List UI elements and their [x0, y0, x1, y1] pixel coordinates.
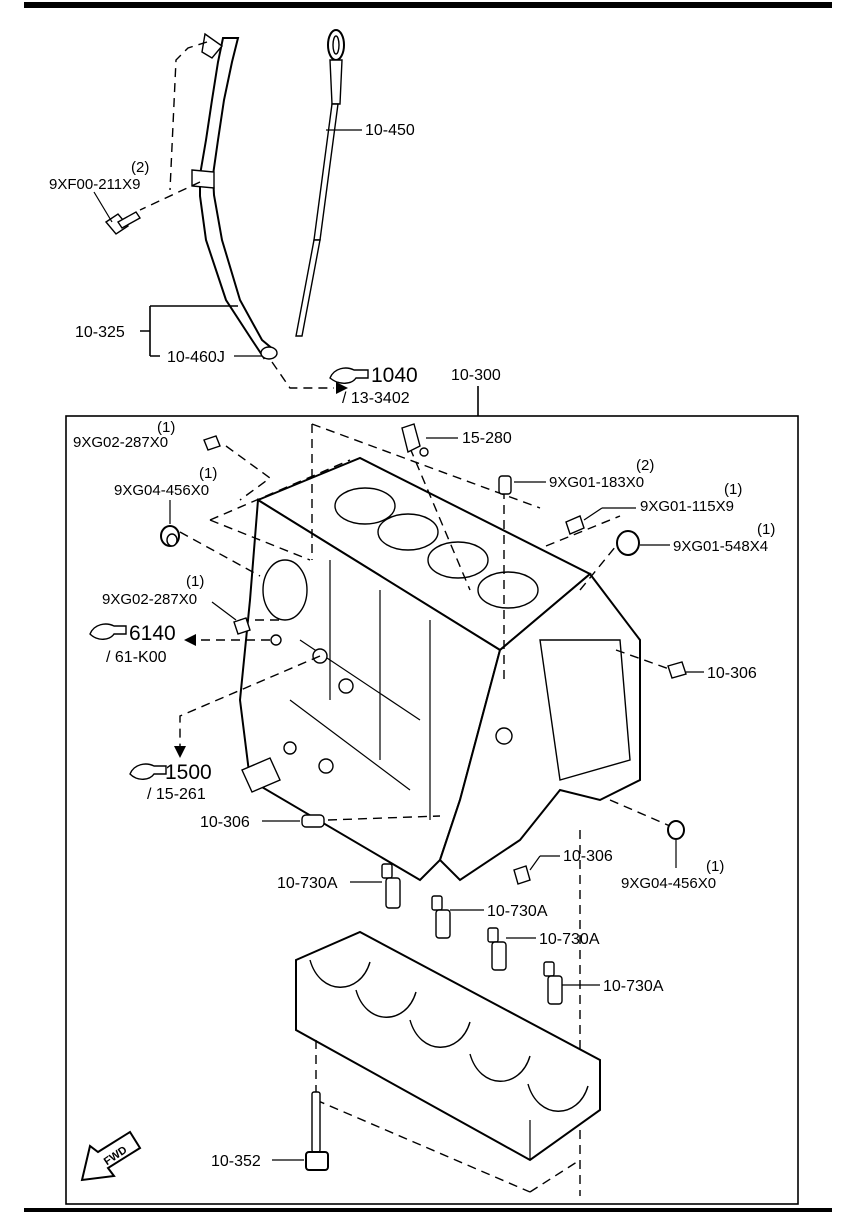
label-pin-top-right: 9XG01-183X0	[549, 474, 644, 491]
block-dashline-8	[579, 545, 617, 591]
label-hose-fitting: 15-280	[462, 430, 512, 447]
label-plug-upper-left: 9XG04-456X0	[114, 482, 209, 499]
ref-1500-arrowhead	[174, 746, 186, 758]
oil-jet-1-icon	[381, 863, 401, 909]
label-dipstick: 10-450	[365, 122, 415, 139]
block-dashline-4	[209, 519, 311, 561]
label-pin-left-lower: 10-306	[200, 814, 250, 831]
pin-right-icon	[667, 661, 687, 679]
guide-assembly-bracket	[140, 305, 238, 357]
label-pin-right: 10-306	[707, 665, 757, 682]
oil-jet-3-icon	[487, 927, 507, 971]
label-plug-lower-right-qty: (1)	[706, 858, 724, 875]
ref-6140-sub: / 61-K00	[106, 649, 167, 666]
label-plug-mid-left: 9XG02-287X0	[102, 591, 197, 608]
plug-mid-left-leader	[211, 601, 237, 621]
hand-pointer-icon	[329, 367, 369, 384]
block-dashline-7	[545, 515, 621, 547]
label-jet-2: 10-730A	[487, 903, 548, 920]
ref-1500-sub: / 15-261	[147, 786, 206, 803]
block-assembly-frame	[65, 415, 799, 1205]
label-screw-bolt-qty: (2)	[131, 159, 149, 176]
hand-pointer-icon	[129, 763, 167, 780]
plug-mid-left-icon	[233, 617, 251, 635]
main-bearing-caps	[295, 930, 601, 1162]
ref-1500-dashline	[179, 655, 321, 748]
bolt-leader	[93, 191, 113, 223]
ref-1040-dashline	[271, 361, 334, 389]
label-pin-top-right-qty: (2)	[636, 457, 654, 474]
dipstick-guide-tube	[191, 32, 278, 360]
label-plug-lower-right: 9XG04-456X0	[621, 875, 716, 892]
caps-dashline-2	[529, 1159, 581, 1193]
ref-1040-sub: / 13-3402	[342, 390, 410, 407]
label-jet-1: 10-730A	[277, 875, 338, 892]
top-border	[24, 2, 832, 8]
block-dashline-13	[225, 445, 272, 501]
label-cap-right: 9XG01-548X4	[673, 538, 768, 555]
block-dashline-9	[615, 649, 673, 671]
plug-right-leader	[583, 507, 603, 521]
plug-right-icon	[565, 515, 585, 535]
main-bolt-icon	[305, 1091, 329, 1171]
pin-left-lower-icon	[301, 814, 325, 828]
block-dashline-14	[179, 531, 261, 577]
label-screw-bolt: 9XF00-211X9	[49, 176, 140, 193]
block-dashline-12	[609, 799, 671, 827]
label-plug-top-left: 9XG02-287X0	[73, 434, 168, 451]
bolt-to-bracket-dashline	[139, 181, 201, 211]
label-block-assembly: 10-300	[451, 367, 501, 384]
hand-pointer-icon	[89, 623, 127, 640]
label-plug-top-left-qty: (1)	[157, 419, 175, 436]
label-pin-lower-center: 10-306	[563, 848, 613, 865]
ref-1500-number: 1500	[165, 761, 212, 784]
block-dashline-10	[327, 815, 441, 821]
bottom-border	[24, 1208, 832, 1212]
ref-6140-arrowhead	[184, 634, 196, 646]
label-plug-upper-left-qty: (1)	[199, 465, 217, 482]
label-jet-3: 10-730A	[539, 931, 600, 948]
label-plug-right: 9XG01-115X9	[640, 498, 734, 515]
label-guide-assembly: 10-325	[75, 324, 125, 341]
dipstick	[295, 29, 345, 337]
hose-fitting-icon	[401, 423, 429, 457]
ref-1040-number: 1040	[371, 364, 418, 387]
fwd-arrow-icon: FWD	[80, 1130, 142, 1182]
cylinder-block-body	[238, 456, 641, 882]
pin-lower-center-leader	[529, 855, 541, 871]
ref-1040-arrowhead	[336, 382, 348, 394]
block-dashline-3	[209, 459, 351, 521]
label-plug-right-qty: (1)	[724, 481, 742, 498]
oil-jet-4-icon	[543, 961, 563, 1005]
pin-lower-center-icon	[513, 865, 531, 885]
screw-bolt-icon	[104, 211, 142, 235]
ref-6140-number: 6140	[129, 622, 176, 645]
block-dashline-5	[409, 447, 471, 591]
label-plug-mid-left-qty: (1)	[186, 573, 204, 590]
label-main-bolt: 10-352	[211, 1153, 261, 1170]
label-guide-oring: 10-460J	[167, 349, 225, 366]
label-cap-right-qty: (1)	[757, 521, 775, 538]
plug-top-left-icon	[203, 435, 221, 451]
plug-upper-left-icon	[160, 525, 180, 547]
cap-right-icon	[616, 530, 640, 556]
label-jet-4: 10-730A	[603, 978, 664, 995]
plug-lower-right-icon	[667, 820, 685, 840]
oil-jet-2-icon	[431, 895, 451, 939]
pin-top-right-icon	[498, 475, 512, 495]
